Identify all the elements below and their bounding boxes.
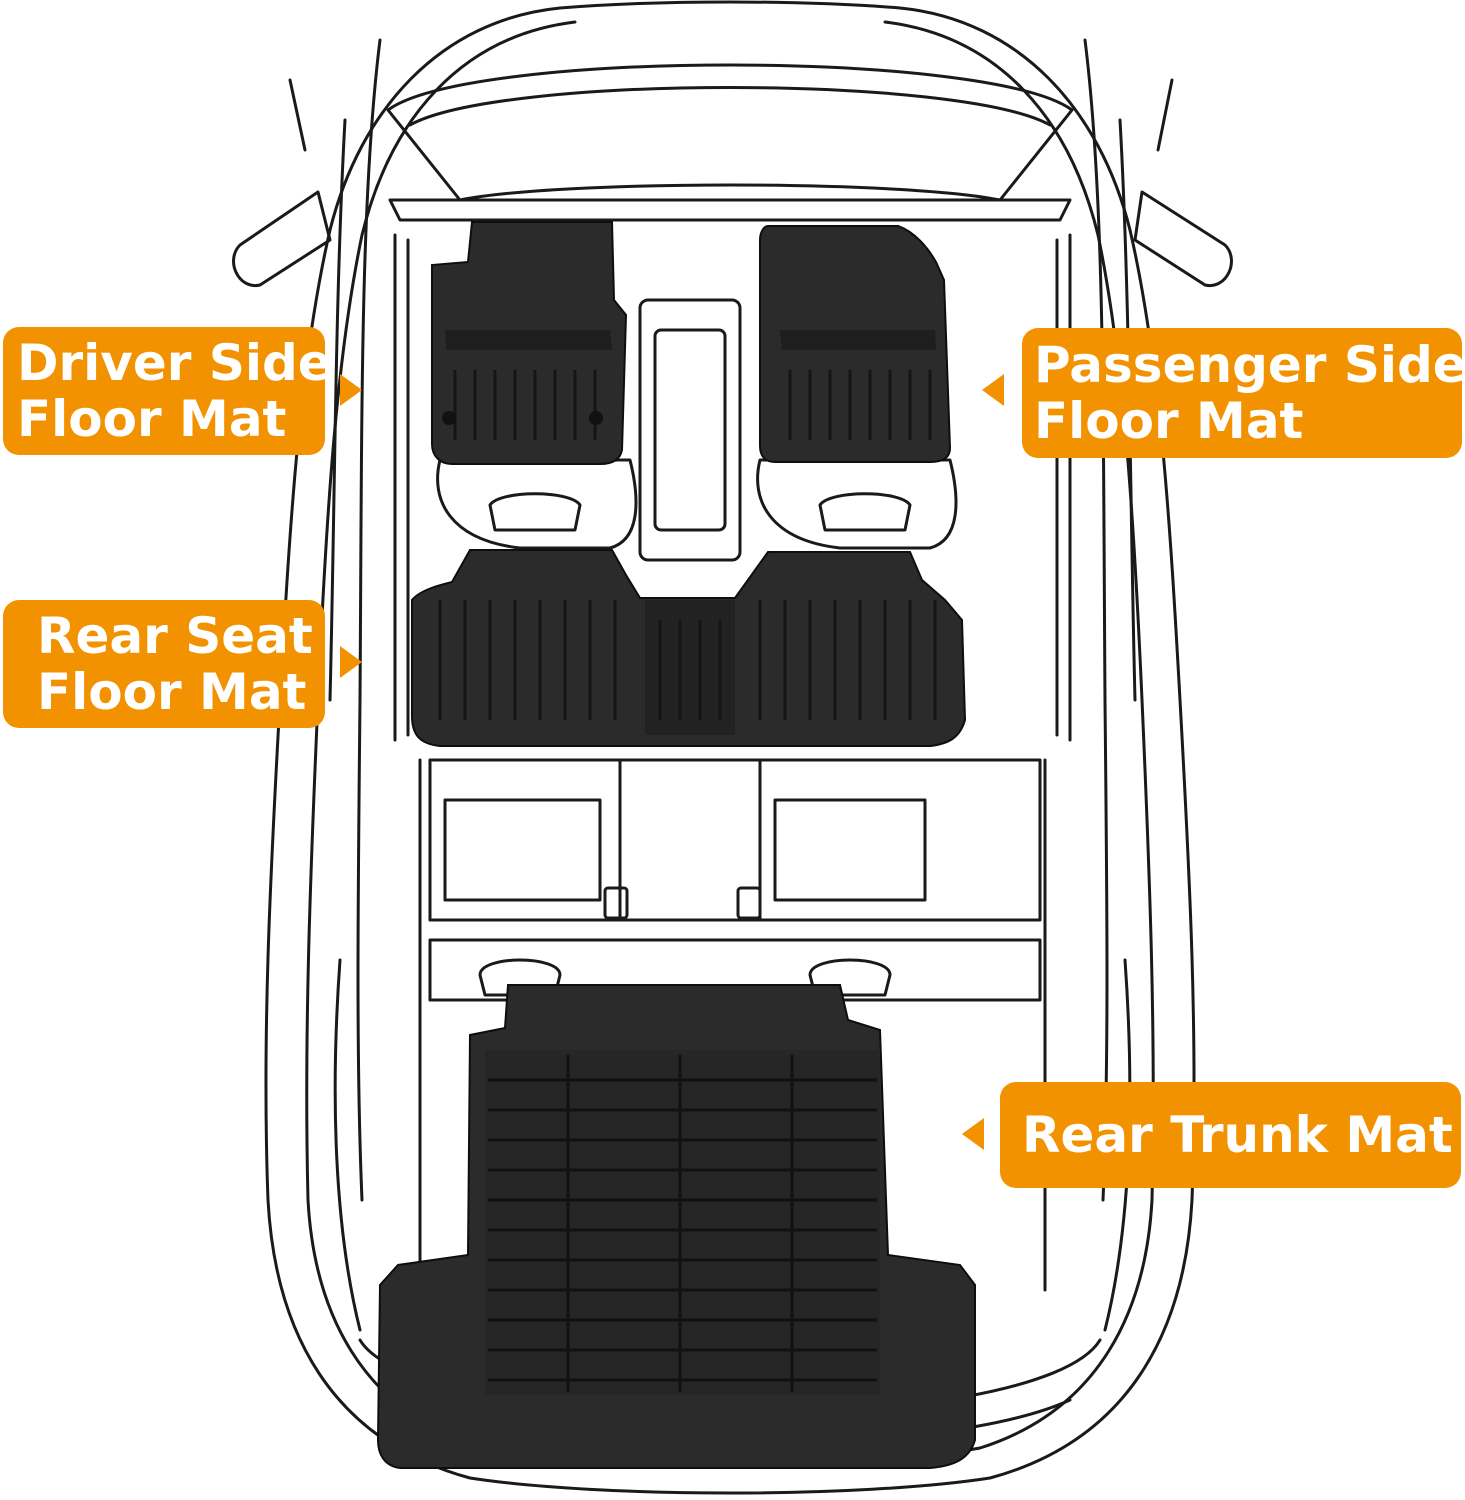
rear-trunk-mat-label: Rear Trunk Mat — [1000, 1082, 1461, 1188]
rear-seat-label-line1: Rear Seat — [37, 607, 313, 665]
driver-pointer-icon — [340, 374, 362, 406]
rear-seat-pointer-icon — [340, 646, 362, 678]
passenger-label-line2: Floor Mat — [1034, 392, 1304, 450]
passenger-pointer-icon — [982, 374, 1004, 406]
rear-seat-floor-mat-icon — [411, 549, 967, 747]
driver-side-floor-mat-label: Driver Side Floor Mat — [3, 327, 332, 455]
passenger-floor-mat-icon — [759, 225, 952, 463]
driver-floor-mat-icon — [431, 221, 628, 465]
rear-trunk-mat-icon — [376, 984, 976, 1469]
rear-seat-label-line2: Floor Mat — [37, 663, 307, 721]
passenger-side-floor-mat-label: Passenger Side Floor Mat — [1022, 328, 1465, 458]
trunk-pointer-icon — [962, 1118, 984, 1150]
driver-label-line1: Driver Side — [17, 334, 332, 392]
passenger-label-line1: Passenger Side — [1034, 336, 1465, 394]
trunk-label-line1: Rear Trunk Mat — [1022, 1106, 1453, 1164]
driver-label-line2: Floor Mat — [17, 390, 287, 448]
rear-seat-floor-mat-label: Rear Seat Floor Mat — [3, 600, 325, 728]
